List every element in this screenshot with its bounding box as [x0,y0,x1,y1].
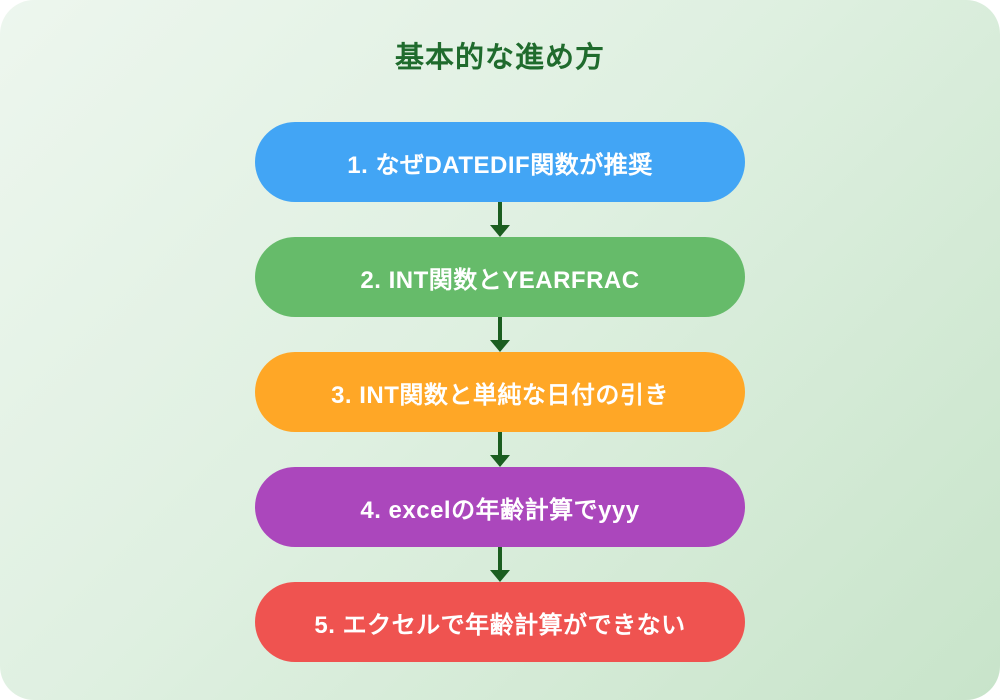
flow-diagram: 1. なぜDATEDIF関数が推奨 2. INT関数とYEARFRAC 3. I… [255,122,745,662]
flow-step-2-label: 2. INT関数とYEARFRAC [360,266,640,294]
down-arrow-icon [489,202,511,237]
flow-step-3: 3. INT関数と単純な日付の引き [255,352,745,432]
page-title: 基本的な進め方 [394,42,605,74]
flow-step-2: 2. INT関数とYEARFRAC [255,237,745,317]
flow-step-5-label: 5. エクセルで年齢計算ができない [314,611,686,639]
flow-step-1-label: 1. なぜDATEDIF関数が推奨 [347,151,653,179]
flow-step-5: 5. エクセルで年齢計算ができない [255,582,745,662]
down-arrow-icon [489,547,511,582]
flow-step-3-label: 3. INT関数と単純な日付の引き [331,381,669,409]
flow-step-4: 4. excelの年齢計算でyyy [255,467,745,547]
flow-step-4-label: 4. excelの年齢計算でyyy [360,496,640,524]
down-arrow-icon [489,317,511,352]
down-arrow-icon [489,432,511,467]
flow-step-1: 1. なぜDATEDIF関数が推奨 [255,122,745,202]
